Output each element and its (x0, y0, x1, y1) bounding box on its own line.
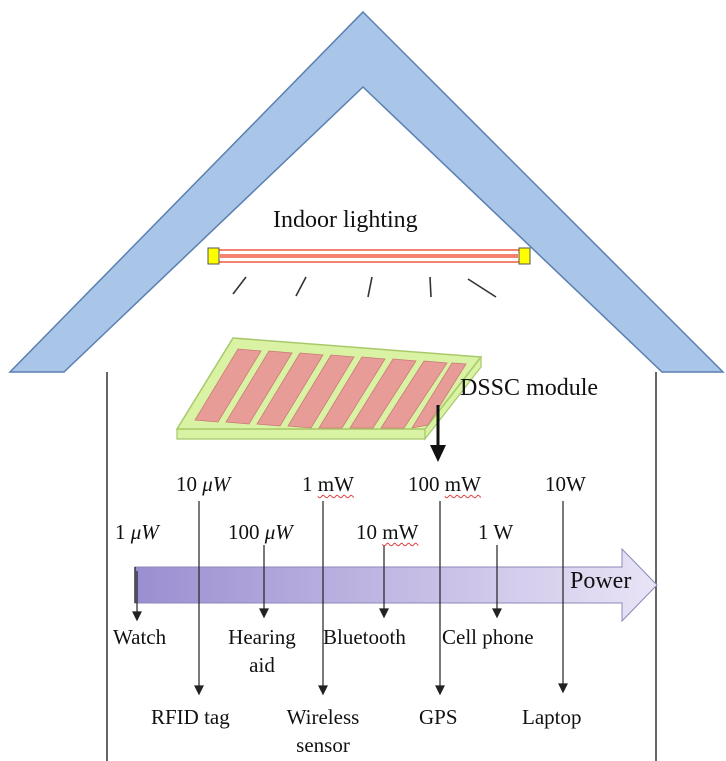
dssc-module-icon (175, 337, 483, 441)
pointer-laptop (558, 501, 568, 694)
power-value-watch: 1 μW (115, 520, 159, 544)
power-value-hearing-aid: 100 μW (228, 520, 293, 544)
down-arrow-icon (430, 405, 446, 462)
device-label-watch: Watch (113, 625, 167, 649)
light-rays (232, 276, 497, 298)
power-value-cell-phone: 1 W (478, 520, 514, 544)
device-label-wireless-sensor: Wireless sensor (286, 705, 360, 757)
pointer-watch (132, 571, 142, 622)
power-label: Power (570, 568, 632, 594)
device-label-hearing-aid: Hearing aid (228, 625, 296, 677)
device-label-gps: GPS (419, 705, 458, 729)
pointer-gps (435, 501, 445, 696)
light-ray (429, 276, 432, 298)
pointer-cell-phone (492, 545, 502, 619)
pointer-wireless-sensor (318, 501, 328, 696)
pointer-bluetooth (379, 545, 389, 619)
device-label-cell-phone: Cell phone (442, 625, 534, 649)
device-label-bluetooth: Bluetooth (323, 625, 406, 649)
power-value-laptop: 10W (545, 472, 586, 496)
power-value-rfid-tag: 10 μW (176, 472, 231, 496)
device-label-laptop: Laptop (522, 705, 582, 729)
fluorescent-tube-icon (207, 247, 531, 265)
light-ray (467, 278, 497, 298)
device-label-rfid-tag: RFID tag (151, 705, 230, 729)
power-value-wireless-sensor: 1 mW (302, 472, 354, 496)
power-value-bluetooth: 10 mW (356, 520, 419, 544)
power-value-gps: 100 mW (408, 472, 481, 496)
indoor-lighting-label: Indoor lighting (273, 207, 418, 233)
power-arrow (134, 547, 658, 623)
light-ray (367, 276, 373, 298)
pointer-rfid-tag (194, 501, 204, 696)
dssc-module-label: DSSC module (460, 375, 599, 401)
pointer-hearing-aid (259, 545, 269, 619)
light-ray (232, 276, 247, 295)
light-ray (295, 276, 307, 297)
house-roof (8, 10, 725, 373)
